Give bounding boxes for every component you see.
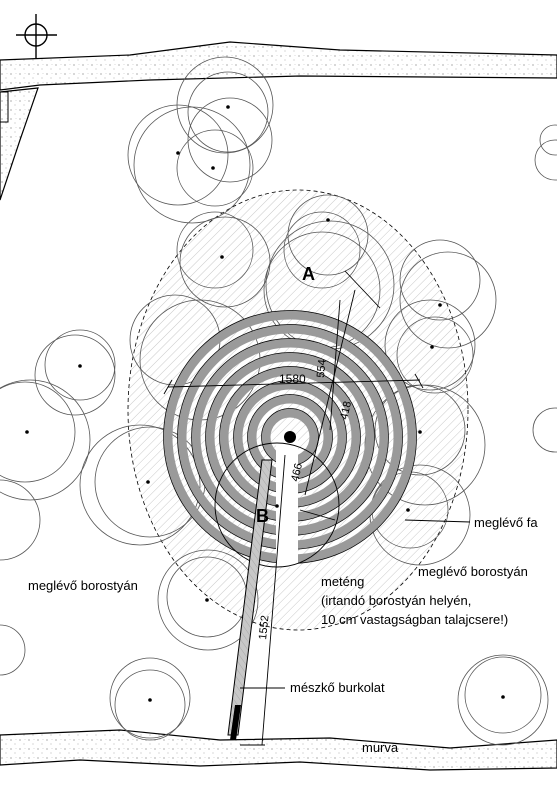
- label-existing-tree: meglévő fa: [474, 515, 538, 530]
- tree-canopy: [176, 56, 274, 154]
- tree-center-markers: [25, 105, 505, 702]
- tree-canopy: [539, 124, 557, 156]
- tree-canopy: [283, 211, 361, 289]
- tree-center-icon: [275, 504, 279, 508]
- tree-canopy: [0, 624, 26, 676]
- tree-center-icon: [78, 364, 82, 368]
- tree-canopy: [133, 106, 251, 224]
- tree-canopy: [187, 97, 273, 183]
- label-existing-ivy-left: meglévő borostyán: [28, 578, 138, 593]
- site-border: [0, 41, 557, 771]
- leader-lines: [240, 519, 471, 689]
- tree-center-icon: [418, 430, 422, 434]
- dim-466: 466: [289, 462, 305, 483]
- tree-canopy: [457, 654, 549, 746]
- tree-canopy: [0, 381, 76, 483]
- tree-canopy: [187, 71, 269, 153]
- limestone-path: [227, 459, 273, 740]
- tree-canopy: [44, 329, 116, 401]
- dimension-lines: [163, 270, 424, 746]
- label-gravel: murva: [362, 740, 399, 755]
- tree-canopy: [179, 216, 271, 308]
- tree-center-icon: [326, 218, 330, 222]
- north-arrow-icon: [16, 14, 57, 58]
- tree-canopy: [157, 549, 259, 651]
- tree-canopy: [109, 657, 191, 739]
- labyrinth-center-icon: [284, 431, 296, 443]
- label-periwinkle: meténg: [321, 574, 364, 589]
- tree-canopy: [0, 479, 41, 561]
- tree-center-icon: [211, 166, 215, 170]
- marker-b: B: [256, 506, 269, 526]
- labyrinth-entrance: [276, 437, 298, 567]
- tree-canopy: [127, 104, 229, 206]
- tree-canopy: [399, 251, 497, 349]
- label-limestone: mészkő burkolat: [290, 680, 385, 695]
- dim-418: 418: [338, 400, 354, 421]
- dim-diameter: 1580: [279, 372, 306, 386]
- label-existing-ivy-right: meglévő borostyán: [418, 564, 528, 579]
- dim-1552: 1552: [257, 615, 271, 641]
- labyrinth: [163, 310, 417, 568]
- tree-center-icon: [438, 303, 442, 307]
- tree-canopy: [532, 407, 557, 453]
- label-periwinkle-note-2: 10 cm vastagságban talajcsere!): [321, 612, 508, 627]
- tree-center-icon: [226, 105, 230, 109]
- tree-center-icon: [406, 508, 410, 512]
- tree-center-icon: [205, 598, 209, 602]
- tree-canopy: [534, 139, 557, 181]
- tree-center-icon: [501, 695, 505, 699]
- dim-554: 554: [315, 359, 329, 378]
- tree-canopy: [287, 194, 369, 276]
- tree-canopy: [114, 669, 186, 741]
- tree-canopy: [364, 384, 486, 506]
- tree-center-icon: [176, 151, 180, 155]
- tree-center-icon: [220, 255, 224, 259]
- tree-center-icon: [146, 480, 150, 484]
- tree-center-icon: [148, 698, 152, 702]
- tree-canopy: [399, 239, 481, 321]
- label-periwinkle-note-1: (irtandó borostyán helyén,: [321, 593, 471, 608]
- tree-canopy: [34, 334, 116, 416]
- tree-canopy: [176, 211, 254, 289]
- tree-canopy: [0, 379, 91, 501]
- tree-canopy: [384, 299, 476, 391]
- tree-canopy: [464, 656, 542, 734]
- marker-a: A: [302, 264, 315, 284]
- tree-canopy: [396, 316, 474, 394]
- tree-canopy: [176, 129, 254, 207]
- tree-canopy: [79, 424, 201, 546]
- labyrinth-b-circle: [214, 442, 340, 568]
- tree-center-icon: [430, 345, 434, 349]
- tree-center-icon: [25, 430, 29, 434]
